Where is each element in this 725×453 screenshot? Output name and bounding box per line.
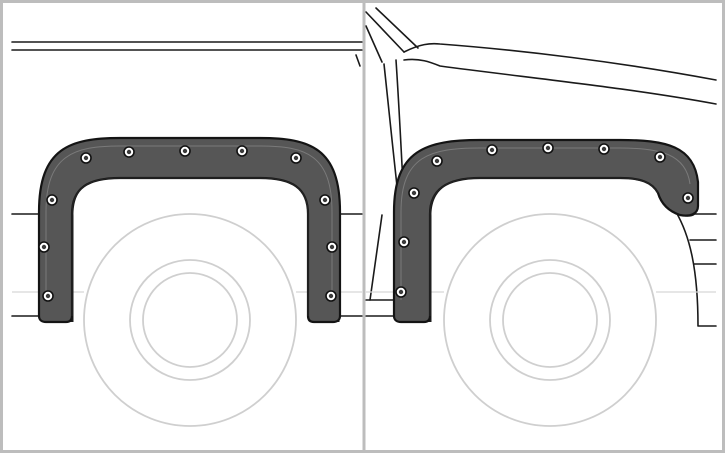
rivet-icon — [319, 194, 331, 206]
tire-icon — [366, 213, 716, 427]
rear-wheel-panel — [11, 41, 363, 427]
rivet-icon — [408, 187, 420, 199]
rivets-front — [395, 142, 694, 298]
rivets-rear — [38, 145, 338, 302]
fender-flare-icon — [392, 138, 700, 324]
rivet-icon — [290, 152, 302, 164]
rivet-icon — [38, 241, 50, 253]
rivet-icon — [598, 143, 610, 155]
rivet-icon — [46, 194, 58, 206]
rivet-icon — [42, 290, 54, 302]
rivet-icon — [486, 144, 498, 156]
rivet-icon — [431, 155, 443, 167]
rivet-icon — [236, 145, 248, 157]
fender-flare-icon — [37, 136, 342, 324]
rivet-icon — [326, 241, 338, 253]
rivet-icon — [179, 145, 191, 157]
rivet-icon — [654, 151, 666, 163]
rivet-icon — [682, 192, 694, 204]
rivet-icon — [542, 142, 554, 154]
rivet-icon — [80, 152, 92, 164]
rivet-icon — [398, 236, 410, 248]
rivet-icon — [325, 290, 337, 302]
rivet-icon — [395, 286, 407, 298]
front-wheel-panel — [365, 7, 717, 427]
rivet-icon — [123, 146, 135, 158]
